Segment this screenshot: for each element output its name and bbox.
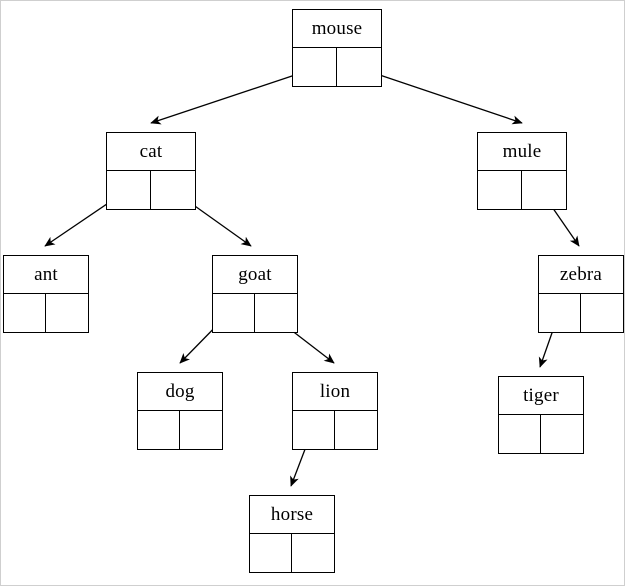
node-pointers-tiger: [499, 415, 583, 453]
pointer-right-dog[interactable]: [180, 411, 222, 449]
pointer-right-mouse[interactable]: [337, 48, 381, 86]
node-label-cat: cat: [107, 133, 195, 171]
pointer-left-zebra[interactable]: [539, 294, 581, 332]
node-pointers-mouse: [293, 48, 381, 86]
tree-node-mule[interactable]: mule: [477, 132, 567, 210]
node-label-tiger: tiger: [499, 377, 583, 415]
node-label-lion: lion: [293, 373, 377, 411]
node-label-mouse: mouse: [293, 10, 381, 48]
node-pointers-dog: [138, 411, 222, 449]
pointer-left-mule[interactable]: [478, 171, 522, 209]
node-pointers-zebra: [539, 294, 623, 332]
pointer-left-dog[interactable]: [138, 411, 180, 449]
node-label-zebra: zebra: [539, 256, 623, 294]
pointer-left-goat[interactable]: [213, 294, 255, 332]
node-pointers-horse: [250, 534, 334, 572]
tree-node-lion[interactable]: lion: [292, 372, 378, 450]
pointer-left-horse[interactable]: [250, 534, 292, 572]
node-label-horse: horse: [250, 496, 334, 534]
node-pointers-ant: [4, 294, 88, 332]
tree-node-goat[interactable]: goat: [212, 255, 298, 333]
tree-node-ant[interactable]: ant: [3, 255, 89, 333]
edge-mouse-to-cat: [150, 68, 314, 125]
pointer-right-tiger[interactable]: [541, 415, 583, 453]
node-label-mule: mule: [478, 133, 566, 171]
node-pointers-cat: [107, 171, 195, 209]
tree-node-tiger[interactable]: tiger: [498, 376, 584, 454]
node-label-goat: goat: [213, 256, 297, 294]
pointer-left-ant[interactable]: [4, 294, 46, 332]
tree-node-mouse[interactable]: mouse: [292, 9, 382, 87]
pointer-right-zebra[interactable]: [581, 294, 623, 332]
pointer-left-lion[interactable]: [293, 411, 335, 449]
tree-node-cat[interactable]: cat: [106, 132, 196, 210]
pointer-left-cat[interactable]: [107, 171, 151, 209]
tree-node-dog[interactable]: dog: [137, 372, 223, 450]
tree-node-horse[interactable]: horse: [249, 495, 335, 573]
pointer-left-mouse[interactable]: [293, 48, 337, 86]
node-pointers-mule: [478, 171, 566, 209]
node-pointers-lion: [293, 411, 377, 449]
pointer-right-cat[interactable]: [151, 171, 195, 209]
node-label-ant: ant: [4, 256, 88, 294]
pointer-right-lion[interactable]: [335, 411, 377, 449]
node-pointers-goat: [213, 294, 297, 332]
node-label-dog: dog: [138, 373, 222, 411]
pointer-right-ant[interactable]: [46, 294, 88, 332]
pointer-right-mule[interactable]: [522, 171, 566, 209]
pointer-left-tiger[interactable]: [499, 415, 541, 453]
pointer-right-horse[interactable]: [292, 534, 334, 572]
tree-node-zebra[interactable]: zebra: [538, 255, 624, 333]
pointer-right-goat[interactable]: [255, 294, 297, 332]
